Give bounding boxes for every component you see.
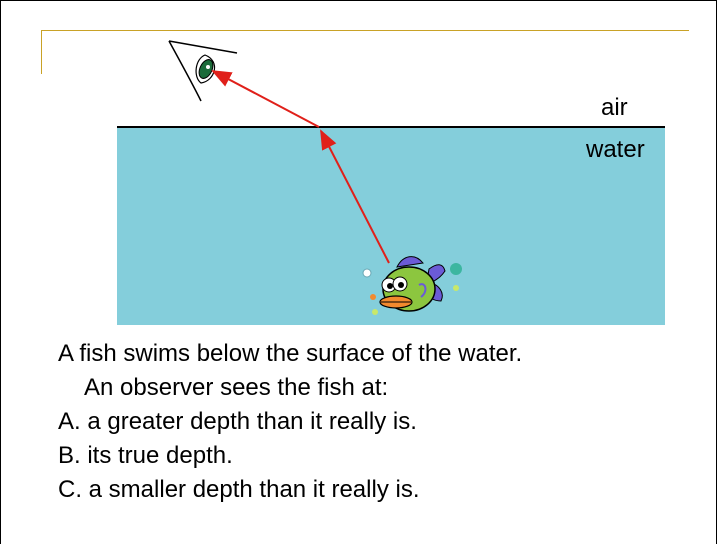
decorative-line-vertical xyxy=(41,30,42,74)
air-label: air xyxy=(601,94,628,121)
option-c: C. a smaller depth than it really is. xyxy=(58,476,420,503)
water-label: water xyxy=(586,136,645,163)
refraction-diagram xyxy=(168,40,462,315)
eye-icon xyxy=(168,40,238,102)
option-a: A. a greater depth than it really is. xyxy=(58,408,417,435)
question-stem-line1: A fish swims below the surface of the wa… xyxy=(58,340,523,367)
question-block: A fish swims below the surface of the wa… xyxy=(58,337,708,507)
decorative-line-horizontal xyxy=(41,30,689,31)
option-b: B. its true depth. xyxy=(58,442,233,469)
fish-icon xyxy=(362,256,462,315)
ray-underwater xyxy=(320,129,390,264)
question-stem-line2: An observer sees the fish at: xyxy=(84,374,389,401)
water-surface-line xyxy=(117,126,665,128)
ray-air xyxy=(211,70,320,128)
